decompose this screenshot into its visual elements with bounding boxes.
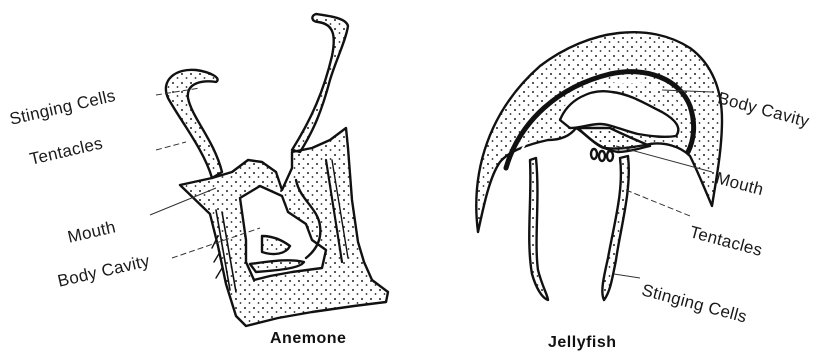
anemone-caption: Anemone (270, 330, 346, 348)
jellyfish-tentacle-left (529, 158, 548, 300)
jellyfish-tentacle-right (602, 156, 628, 300)
jellyfish-caption: Jellyfish (548, 334, 617, 352)
jellyfish-drawing (476, 32, 722, 300)
anemone-left-tentacle (166, 70, 222, 178)
anemone-drawing (166, 14, 388, 326)
